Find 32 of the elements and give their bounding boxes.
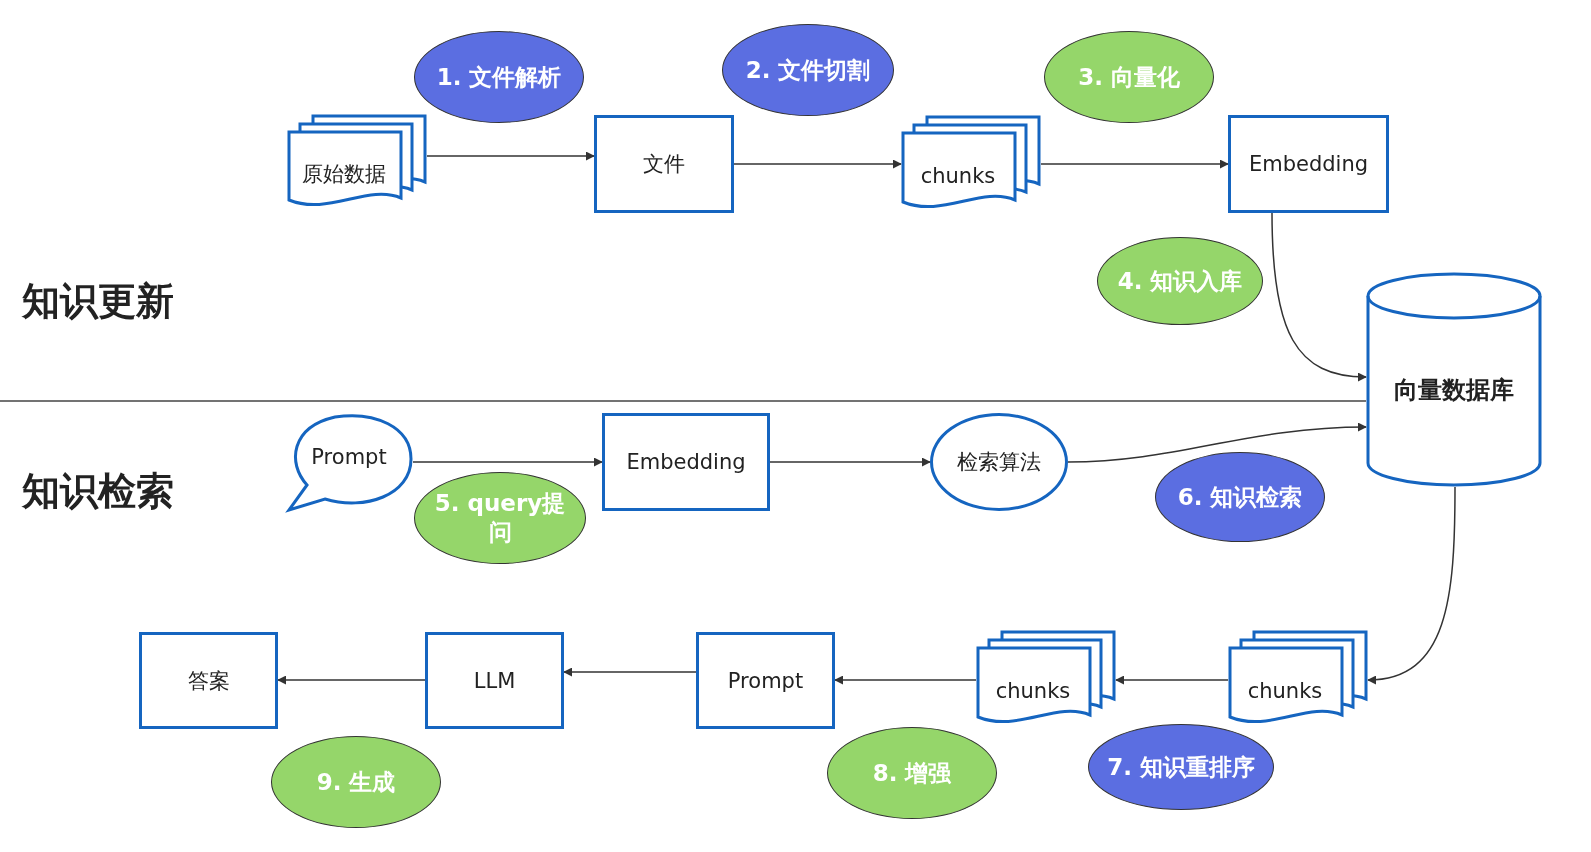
step-ellipse: 8. 增强 — [827, 727, 997, 819]
step-ellipse: 4. 知识入库 — [1097, 237, 1263, 325]
step-ellipse: 3. 向量化 — [1044, 31, 1214, 123]
process-box: LLM — [425, 632, 564, 729]
process-box: Prompt — [696, 632, 835, 729]
step-ellipse: 5. query提问 — [414, 472, 586, 564]
arrow — [563, 667, 697, 677]
process-ellipse: 检索算法 — [930, 413, 1068, 511]
step-ellipse: 7. 知识重排序 — [1088, 724, 1274, 810]
arrow — [733, 159, 902, 169]
process-box: 文件 — [594, 115, 734, 213]
arrow — [834, 675, 977, 685]
arrow — [277, 675, 426, 685]
step-ellipse: 6. 知识检索 — [1155, 452, 1325, 542]
arrow — [412, 457, 603, 467]
process-box: Embedding — [602, 413, 770, 511]
arrow — [1040, 159, 1229, 169]
arrow — [769, 457, 931, 467]
arrow — [1067, 422, 1367, 463]
section-label: 知识更新 — [22, 278, 174, 325]
arrow — [426, 151, 595, 161]
step-ellipse: 9. 生成 — [271, 736, 441, 828]
arrow — [1271, 212, 1367, 382]
speech-bubble: Prompt — [285, 413, 413, 513]
arrow — [1367, 486, 1456, 684]
process-box: 答案 — [139, 632, 278, 729]
step-ellipse: 1. 文件解析 — [414, 31, 584, 123]
section-label: 知识检索 — [22, 468, 174, 515]
arrow — [1115, 675, 1229, 685]
step-ellipse: 2. 文件切割 — [722, 24, 894, 116]
process-box: Embedding — [1228, 115, 1389, 213]
database-cylinder: 向量数据库 — [1366, 272, 1542, 487]
